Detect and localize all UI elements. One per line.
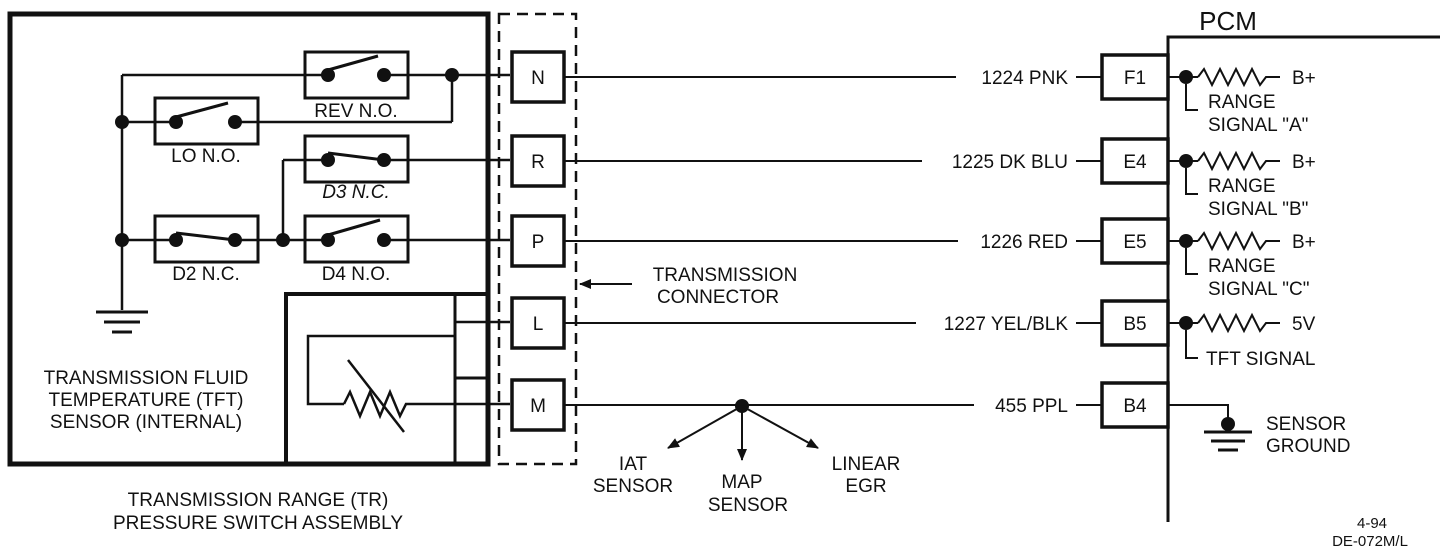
- connector-pin-m: M: [510, 378, 566, 432]
- pcm-pin-b5: B5: [1100, 299, 1170, 347]
- tft-circuit-loop: [306, 334, 455, 406]
- pcm-circuit-a: B+ RANGE SIGNAL "A": [1168, 66, 1316, 136]
- pcm-signal-label-line1: RANGE: [1208, 256, 1276, 277]
- splice-dot: [276, 233, 290, 247]
- connector-pin-p: P: [510, 214, 566, 268]
- switch-lo-contact: [175, 101, 229, 119]
- pull-up-resistor-icon: [1197, 312, 1280, 334]
- pcm-signal-label-line1: TFT SIGNAL: [1206, 349, 1315, 370]
- pcm-circuit-dot: [1221, 417, 1235, 431]
- pcm-signal-label-line2: GROUND: [1266, 436, 1350, 457]
- transmission-connector: [497, 12, 578, 466]
- pcm-pin-f1: F1: [1100, 53, 1170, 101]
- switch-d4-contact: [327, 218, 381, 237]
- pcm-signal-label-line2: SIGNAL "A": [1208, 115, 1308, 136]
- pcm-supply-label: B+: [1292, 152, 1316, 173]
- connector-label-line2: CONNECTOR: [657, 287, 779, 308]
- ground-branch-arrows: [667, 405, 819, 461]
- linear-egr-label-line2: EGR: [845, 476, 886, 497]
- pcm-pins: F1 E4 E5 B5 B4: [1100, 53, 1170, 429]
- pcm-pin-label: F1: [1124, 68, 1146, 89]
- connector-pin-label: P: [532, 232, 545, 253]
- switch-d3-label: D3 N.C.: [322, 182, 390, 203]
- tft-sensor: TRANSMISSION FLUID TEMPERATURE (TFT) SEN…: [44, 292, 510, 466]
- pcm-pin-label: E4: [1123, 152, 1147, 173]
- connector-pin-label: L: [533, 314, 544, 335]
- pcm-signal-label-line1: RANGE: [1208, 92, 1276, 113]
- pcm-circuit-b: B+ RANGE SIGNAL "B": [1168, 150, 1316, 220]
- splice-dot: [115, 233, 129, 247]
- switch-d4-label: D4 N.O.: [322, 264, 391, 285]
- connector-pin-r: R: [510, 134, 566, 188]
- splice-dot: [445, 68, 459, 82]
- ground-icon: [1204, 430, 1252, 452]
- pull-up-resistor-icon: [1197, 230, 1280, 252]
- splice-dots: [115, 68, 459, 247]
- pcm-supply-label: B+: [1292, 68, 1316, 89]
- figure-id: DE-072M/L: [1332, 533, 1408, 550]
- figure-date: 4-94: [1357, 515, 1387, 532]
- pcm-signal-label-line2: SIGNAL "C": [1208, 279, 1309, 300]
- splice-dot: [115, 115, 129, 129]
- ground-icon: [96, 310, 148, 334]
- switch-d2-label: D2 N.C.: [172, 264, 240, 285]
- pcm-pin-b4: B4: [1100, 381, 1170, 429]
- wire-label-1227: 1227 YEL/BLK: [944, 314, 1069, 335]
- pcm-pin-label: B5: [1123, 314, 1146, 335]
- connector-pin-label: M: [530, 396, 546, 417]
- harness-wires: [564, 76, 1102, 406]
- pull-up-resistor-icon: [1197, 150, 1280, 172]
- pull-up-resistor-icon: [1197, 66, 1280, 88]
- internal-wiring: [120, 73, 510, 310]
- iat-sensor-label-line2: SENSOR: [593, 476, 673, 497]
- map-sensor-label-line2: SENSOR: [708, 495, 788, 516]
- pcm-pin-label: E5: [1123, 232, 1146, 253]
- switch-rev: REV N.O.: [303, 50, 410, 122]
- pcm-pin-e4: E4: [1100, 137, 1170, 185]
- wire-label-1226: 1226 RED: [980, 232, 1068, 253]
- pcm-circuit-sensor-ground: SENSOR GROUND: [1168, 404, 1350, 457]
- switch-d3-contact: [327, 151, 385, 162]
- switch-d2: D2 N.C.: [153, 214, 260, 285]
- switch-d4: D4 N.O.: [303, 214, 410, 285]
- wire-label-1225: 1225 DK BLU: [952, 152, 1068, 173]
- pcm-pin-e5: E5: [1100, 217, 1170, 265]
- tr-assembly-label-line1: TRANSMISSION RANGE (TR): [128, 490, 389, 511]
- connector-pin-label: N: [531, 68, 545, 89]
- switch-d2-contact: [175, 231, 236, 242]
- pcm-circuit-tft: 5V TFT SIGNAL: [1168, 312, 1316, 370]
- tft-label-line2: TEMPERATURE (TFT): [49, 390, 244, 411]
- tft-label-line1: TRANSMISSION FLUID: [44, 368, 249, 389]
- tft-label-line3: SENSOR (INTERNAL): [50, 412, 242, 433]
- connector-pins: N R P L M: [510, 50, 566, 432]
- wire-label-1224: 1224 PNK: [981, 68, 1068, 89]
- iat-sensor-label-line1: IAT: [619, 454, 648, 475]
- pcm-signal-label-line1: SENSOR: [1266, 414, 1346, 435]
- pcm-supply-label: B+: [1292, 232, 1316, 253]
- switch-rev-contact: [327, 54, 379, 72]
- map-sensor-label-line1: MAP: [721, 472, 762, 493]
- pcm-circuit-c: B+ RANGE SIGNAL "C": [1168, 230, 1316, 300]
- linear-egr-label-line1: LINEAR: [832, 454, 901, 475]
- tr-assembly-label-line2: PRESSURE SWITCH ASSEMBLY: [113, 513, 403, 534]
- wire-label-455: 455 PPL: [995, 396, 1068, 417]
- pcm-signal-label-line2: SIGNAL "B": [1208, 199, 1308, 220]
- pcm-boundary: [1166, 35, 1440, 522]
- pcm-pin-label: B4: [1123, 396, 1147, 417]
- switch-d3: D3 N.C.: [303, 134, 410, 203]
- switch-lo-label: LO N.O.: [171, 146, 241, 167]
- connector-pin-label: R: [531, 152, 545, 173]
- connector-pin-l: L: [510, 296, 566, 350]
- switch-rev-label: REV N.O.: [314, 101, 397, 122]
- switch-lo: LO N.O.: [153, 96, 260, 167]
- thermistor-icon: [342, 388, 455, 420]
- connector-pin-n: N: [510, 50, 566, 104]
- connector-label-line1: TRANSMISSION: [653, 265, 798, 286]
- pcm-supply-label: 5V: [1292, 314, 1316, 335]
- pcm-signal-label-line1: RANGE: [1208, 176, 1276, 197]
- pcm-label: PCM: [1199, 6, 1257, 36]
